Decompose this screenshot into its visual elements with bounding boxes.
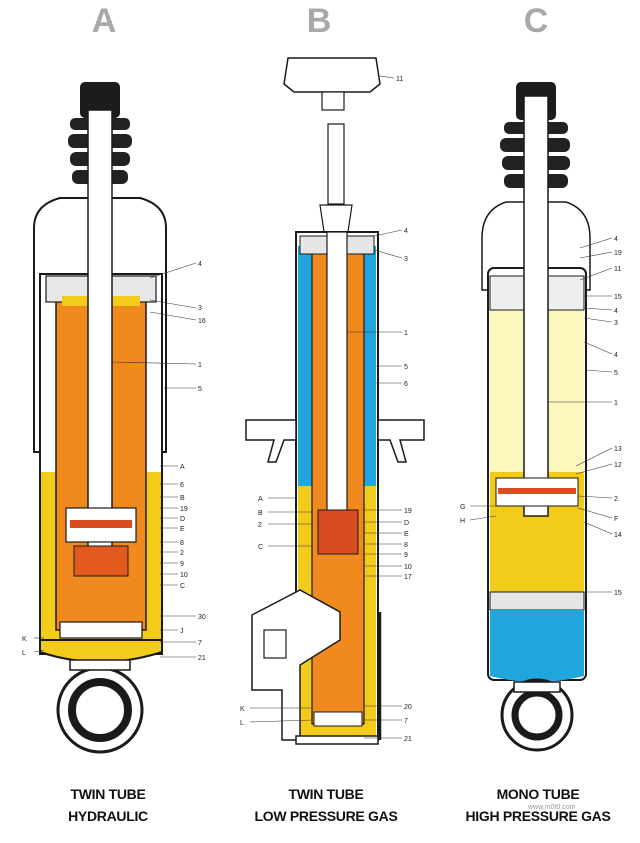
shock-c: 4 19 11 15 4 3 4 5 1 13 12 2 F 14 G H 15 [460, 82, 622, 752]
label-c-8: 5 [614, 370, 618, 377]
spring-seat-right-b [377, 419, 425, 463]
piston-b [317, 509, 359, 555]
label-a-17: 30 [198, 614, 206, 621]
shock-a: 4 3 16 1 5 A 6 B 19 D E 8 2 9 10 C 30 J … [22, 82, 206, 754]
caption-b-line1: TWIN TUBE [288, 786, 364, 802]
label-b-19: 7 [404, 718, 408, 725]
label-a-10: D [180, 516, 185, 523]
label-a-18: J [180, 628, 184, 635]
caption-a-line1: TWIN TUBE [70, 786, 146, 802]
label-c-10: 13 [614, 446, 622, 453]
base-valve-b [313, 711, 363, 727]
label-b-6: 6 [404, 381, 408, 388]
label-b-1: 11 [396, 76, 403, 83]
label-c-12: 2 [614, 496, 618, 503]
label-c-9: 1 [614, 400, 618, 407]
label-b-3: 3 [404, 256, 408, 263]
label-b-2: 4 [404, 228, 408, 235]
label-b-9: 2 [258, 522, 262, 529]
label-b-18: 20 [404, 704, 412, 711]
label-a-7: 6 [180, 482, 184, 489]
label-a-16: C [180, 583, 185, 590]
label-c-4: 15 [614, 294, 622, 301]
label-a-19: 7 [198, 640, 202, 647]
caption-b: TWIN TUBE LOW PRESSURE GAS [226, 783, 426, 827]
label-b-5: 5 [404, 364, 408, 371]
label-a-20: 21 [198, 655, 206, 662]
top-nut-b [283, 57, 381, 93]
label-c-1: 4 [614, 236, 618, 243]
piston-rod-b [326, 231, 348, 533]
label-a-1: 4 [198, 261, 202, 268]
caption-c-line1: MONO TUBE [496, 786, 580, 802]
labels-c: 4 19 11 15 4 3 4 5 1 13 12 2 F 14 G H 15 [460, 236, 622, 597]
label-b-13: E [404, 531, 409, 538]
label-a-13: 2 [180, 550, 184, 557]
caption-c-line2: HIGH PRESSURE GAS [465, 808, 611, 824]
label-c-16: H [460, 518, 465, 525]
piston-rod-a [87, 109, 113, 571]
shock-b: 11 4 3 1 5 6 A B 2 C 19 D E 8 9 10 17 20… [240, 57, 425, 745]
label-c-15: G [460, 504, 465, 511]
labels-b: 11 4 3 1 5 6 A B 2 C 19 D E 8 9 10 17 20… [240, 76, 412, 743]
piston-rod-c [523, 95, 549, 517]
label-a-3: 16 [198, 318, 206, 325]
label-a-14: 9 [180, 561, 184, 568]
label-a-6: A [180, 464, 185, 471]
label-a-8: B [180, 495, 185, 502]
label-b-4: 1 [404, 330, 408, 337]
label-c-6: 3 [614, 320, 618, 327]
label-a-4: 1 [198, 362, 202, 369]
labels-a: 4 3 16 1 5 A 6 B 19 D E 8 2 9 10 C 30 J … [22, 261, 206, 662]
label-c-13: F [614, 516, 618, 523]
watermark: www.m0t0.com [528, 804, 576, 811]
label-b-16: 10 [404, 564, 412, 571]
label-a-9: 19 [180, 506, 188, 513]
label-c-11: 12 [614, 462, 622, 469]
base-valve-a [59, 621, 143, 639]
label-a-15: 10 [180, 572, 188, 579]
panel-letter-b: B [306, 2, 332, 40]
label-b-7: A [258, 496, 263, 503]
label-c-2: 19 [614, 250, 622, 257]
label-a-2: 3 [198, 305, 202, 312]
top-mount-a [80, 82, 120, 118]
label-a-21: K [22, 636, 27, 643]
label-c-5: 4 [614, 308, 618, 315]
label-b-8: B [258, 510, 263, 517]
label-b-12: D [404, 520, 409, 527]
label-b-22: L [240, 720, 244, 727]
caption-b-line2: LOW PRESSURE GAS [254, 808, 398, 824]
label-a-5: 5 [198, 386, 202, 393]
spring-seat-left-b [245, 419, 297, 463]
caption-a-line2: HYDRAULIC [68, 808, 148, 824]
label-b-17: 17 [404, 574, 412, 581]
caption-a: TWIN TUBE HYDRAULIC [8, 783, 208, 827]
label-b-21: K [240, 706, 245, 713]
label-a-22: L [22, 650, 26, 657]
gas-chamber-c [490, 610, 584, 682]
label-c-14: 14 [614, 532, 622, 539]
label-b-14: 8 [404, 542, 408, 549]
label-b-15: 9 [404, 552, 408, 559]
panel-letter-a: A [91, 2, 117, 40]
label-c-17: 15 [614, 590, 622, 597]
floating-piston-c [489, 591, 585, 611]
mount-bracket-b [251, 589, 341, 741]
label-a-12: 8 [180, 540, 184, 547]
label-b-10: C [258, 544, 263, 551]
label-b-20: 21 [404, 736, 412, 743]
panel-letter-c: C [523, 2, 549, 40]
label-c-3: 11 [614, 266, 621, 273]
label-c-7: 4 [614, 352, 618, 359]
rod-thread-b [327, 123, 345, 205]
label-b-11: 19 [404, 508, 412, 515]
label-a-11: E [180, 526, 185, 533]
caption-c: MONO TUBE HIGH PRESSURE GAS [438, 783, 638, 827]
